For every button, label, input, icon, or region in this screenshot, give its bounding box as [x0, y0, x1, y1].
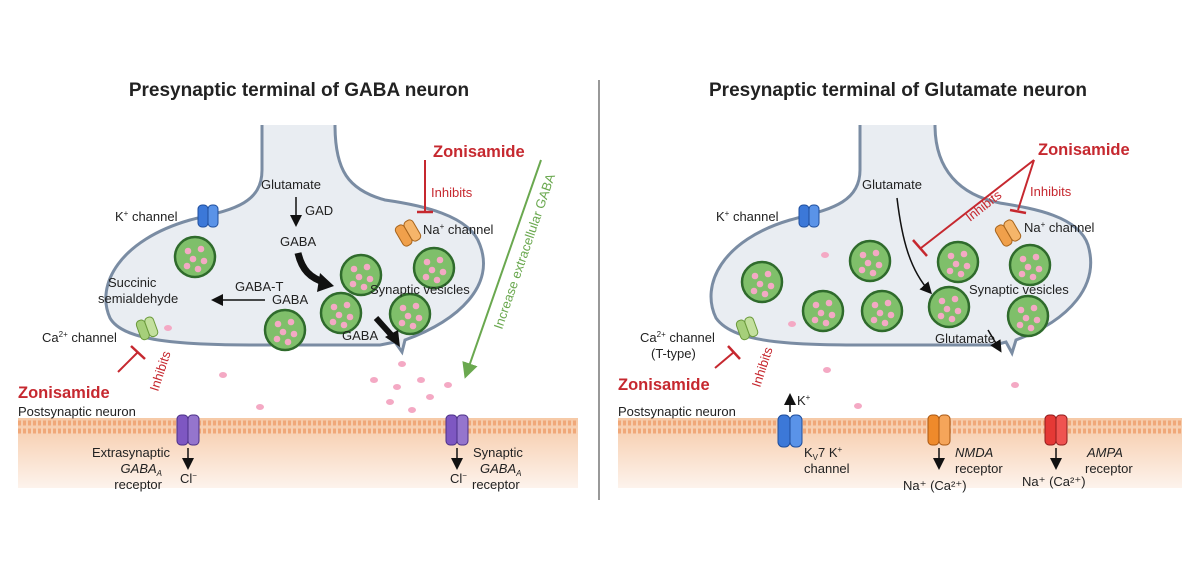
- k-channel-label: K+ channel: [716, 209, 779, 224]
- zonisamide-label: Zonisamide: [618, 376, 710, 394]
- vesicle-icon: [936, 240, 980, 284]
- left-panel: Presynaptic terminal of GABA neuron: [18, 80, 578, 492]
- inhibit-bar-icon: [912, 239, 928, 257]
- na-channel-label: Na+ channel: [423, 222, 494, 237]
- inhibit-bar-icon: [1009, 208, 1027, 215]
- gaba-receptor-icon: [445, 414, 469, 446]
- zonisamide-label: Zonisamide: [1038, 141, 1130, 159]
- glutamate-label: Glutamate: [862, 177, 922, 192]
- k-channel-icon: [798, 204, 820, 228]
- vesicle-icon: [1008, 243, 1052, 287]
- gaba-molecules: [164, 325, 452, 413]
- vesicle-icon: [388, 292, 432, 336]
- vesicle-icon: [173, 235, 217, 279]
- gaba-label: GABA: [280, 234, 316, 249]
- k-out-label: K+: [797, 393, 811, 408]
- arrow-icon: [896, 197, 933, 295]
- inhibits-label: Inhibits: [1030, 184, 1072, 199]
- vesicle-icon: [263, 308, 307, 352]
- postsynaptic-neuron-label: Postsynaptic neuron: [618, 404, 736, 419]
- gaba-release-label: GABA: [342, 328, 378, 343]
- ca-channel-label: Ca2+ channel: [42, 330, 117, 345]
- k-channel-label: K+ channel: [115, 209, 178, 224]
- ca-channel-icon: [735, 316, 759, 341]
- gaba-mid-label: GABA: [272, 292, 308, 307]
- inhibits-label: Inhibits: [431, 185, 473, 200]
- synaptic-vesicles-label: Synaptic vesicles: [370, 282, 470, 297]
- ca-channel-icon: [135, 316, 159, 341]
- zonisamide-label: Zonisamide: [18, 384, 110, 402]
- na-channel-icon: [994, 219, 1022, 247]
- ampa-receptor-icon: [1044, 414, 1068, 446]
- arrow-icon: [385, 330, 400, 347]
- arrow-icon: [987, 329, 1002, 353]
- ca-channel-label: Ca2+ channel: [640, 330, 715, 345]
- vesicle-icon: [848, 239, 892, 283]
- vesicle-icon: [927, 285, 971, 329]
- right-title: Presynaptic terminal of Glutamate neuron: [709, 80, 1087, 101]
- inhibit-bar-icon: [727, 345, 741, 360]
- postsynaptic-neuron-label: Postsynaptic neuron: [18, 404, 136, 419]
- na-channel-label: Na+ channel: [1024, 220, 1095, 235]
- inhibit-bar-icon: [130, 345, 146, 360]
- k-channel-icon: [197, 204, 219, 228]
- gaba-t-label: GABA-T: [235, 279, 283, 294]
- zonisamide-label: Zonisamide: [433, 143, 525, 161]
- cl-label: Cl−: [180, 471, 197, 486]
- synaptic-vesicles-label: Synaptic vesicles: [969, 282, 1069, 297]
- inhibits-label: Inhibits: [147, 349, 174, 393]
- right-panel: Presynaptic terminal of Glutamate neuron…: [618, 80, 1182, 493]
- ttype-label: (T-type): [651, 346, 696, 361]
- vesicle-icon: [740, 260, 784, 304]
- arrow-icon: [462, 159, 542, 379]
- na-ca-label: Na⁺ (Ca²⁺): [1022, 474, 1086, 489]
- kv7-channel-icon: [777, 414, 803, 448]
- cl-label: Cl−: [450, 471, 467, 486]
- kv7-label: KV7 K+channel: [804, 445, 850, 476]
- inhibits-label: Inhibits: [749, 345, 776, 389]
- gad-label: GAD: [305, 203, 333, 218]
- glutamate-molecules: [788, 252, 1019, 409]
- gaba-receptor-icon: [176, 414, 200, 446]
- vesicle-icon: [319, 291, 363, 335]
- na-ca-label: Na⁺ (Ca²⁺): [903, 478, 967, 493]
- nmda-receptor-icon: [927, 414, 951, 446]
- left-title: Presynaptic terminal of GABA neuron: [129, 80, 469, 101]
- increase-gaba-label: Increase extracellular GABA: [491, 171, 558, 331]
- vesicle-icon: [801, 289, 845, 333]
- vesicle-icon: [860, 289, 904, 333]
- na-channel-icon: [394, 219, 422, 247]
- glutamate-release-label: Glutamate: [935, 331, 995, 346]
- vesicle-icon: [1006, 294, 1050, 338]
- presynaptic-terminal: [709, 124, 1093, 357]
- glutamate-label: Glutamate: [261, 177, 321, 192]
